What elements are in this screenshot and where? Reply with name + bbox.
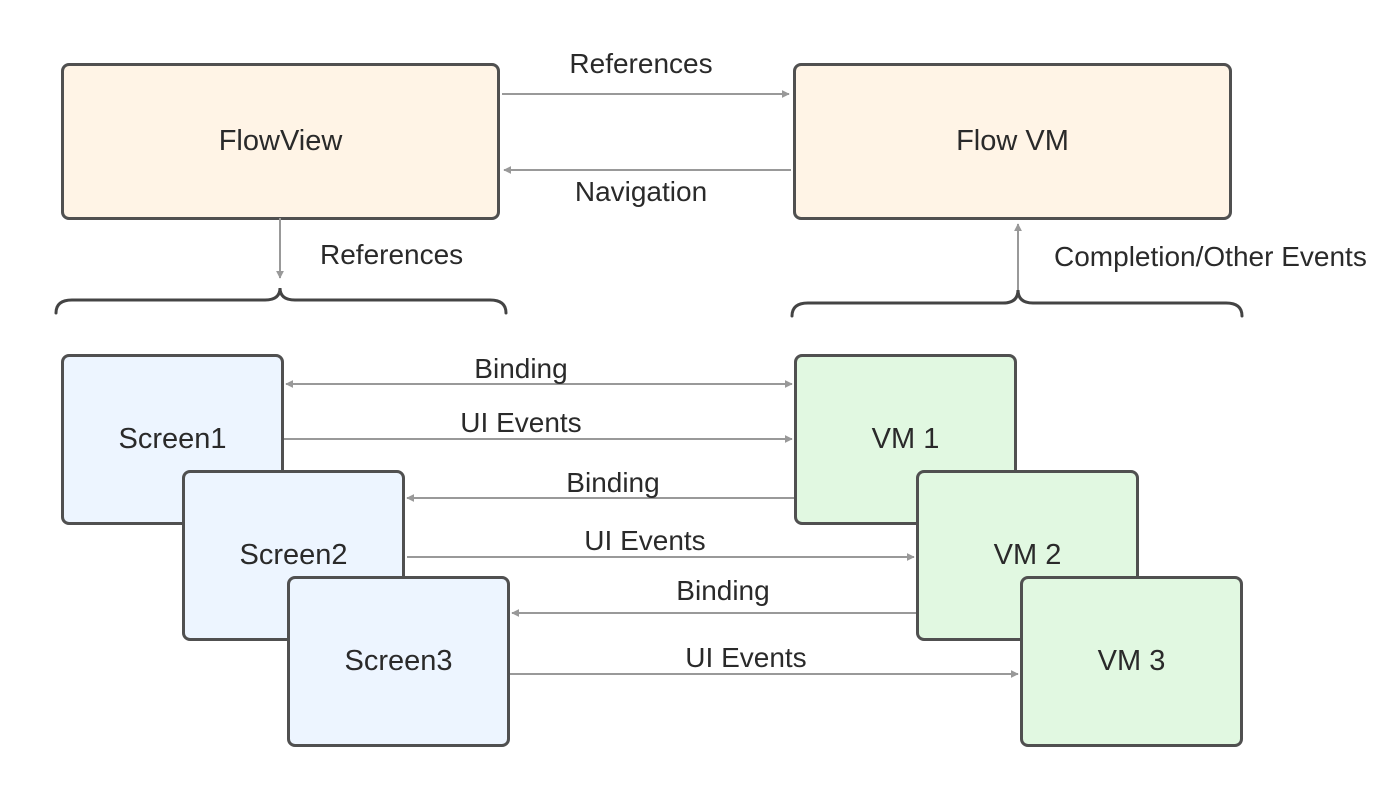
screen3-label: Screen3 (344, 645, 453, 677)
vm3-node: VM 3 (1020, 576, 1243, 747)
binding-label-2: Binding (566, 467, 660, 498)
flow-vm-label: Flow VM (956, 125, 1069, 157)
flowview-label: FlowView (218, 125, 343, 157)
ui-events-label-1: UI Events (460, 407, 582, 438)
completion-events-label: Completion/Other Events (1054, 241, 1367, 272)
references-label: References (569, 48, 713, 79)
screen2-label: Screen2 (239, 539, 348, 571)
vm1-label: VM 1 (871, 423, 940, 455)
screen3-node: Screen3 (287, 576, 510, 747)
ui-events-label-3: UI Events (685, 642, 807, 673)
left-group-brace (54, 287, 508, 315)
ui-events-label-2: UI Events (584, 525, 706, 556)
binding-label-3: Binding (676, 575, 770, 606)
screen1-label: Screen1 (118, 423, 227, 455)
vm2-label: VM 2 (993, 539, 1062, 571)
flowview-node: FlowView (61, 63, 500, 220)
right-group-brace (790, 289, 1244, 318)
binding-label-1: Binding (474, 353, 568, 384)
vm3-label: VM 3 (1097, 645, 1166, 677)
navigation-label: Navigation (574, 176, 708, 207)
references-down-label: References (320, 239, 464, 270)
flow-vm-node: Flow VM (793, 63, 1232, 220)
vm1-node: VM 1 (794, 354, 1017, 525)
